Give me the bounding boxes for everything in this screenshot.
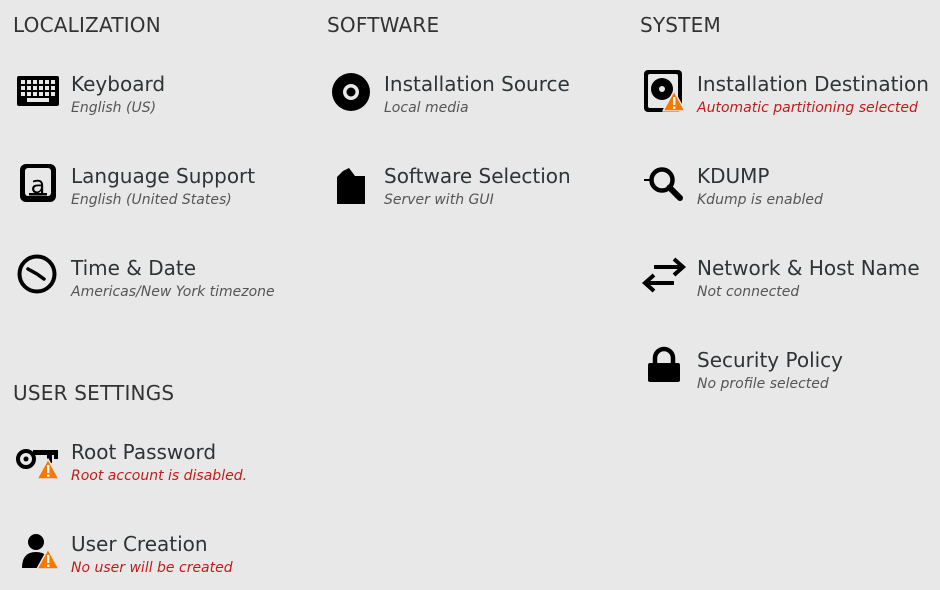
spoke-time-title: Time & Date: [71, 256, 197, 280]
spoke-network-status: Not connected: [697, 284, 800, 300]
keyboard-icon: [14, 70, 62, 118]
spoke-time-status: Americas/New York timezone: [71, 284, 275, 300]
spoke-network-title: Network & Host Name: [697, 256, 920, 280]
spoke-keyboard[interactable]: Keyboard English (US): [14, 70, 314, 130]
spoke-keyboard-status: English (US): [71, 100, 157, 116]
spoke-selection-status: Server with GUI: [384, 192, 494, 208]
package-icon: [327, 162, 375, 210]
spoke-kdump-title: KDUMP: [697, 164, 770, 188]
spoke-user-status: No user will be created: [71, 560, 233, 576]
spoke-kdump[interactable]: KDUMP Kdump is enabled: [640, 162, 935, 222]
section-title-user-settings: USER SETTINGS: [13, 381, 175, 405]
spoke-source-title: Installation Source: [384, 72, 570, 96]
spoke-user-creation[interactable]: User Creation No user will be created: [14, 530, 314, 590]
spoke-keyboard-title: Keyboard: [71, 72, 166, 96]
spoke-language-status: English (United States): [71, 192, 232, 208]
spoke-software-selection[interactable]: Software Selection Server with GUI: [327, 162, 627, 222]
clock-icon: [14, 254, 62, 302]
spoke-security-title: Security Policy: [697, 348, 844, 372]
lock-icon: [640, 346, 688, 394]
magnifier-icon: [640, 162, 688, 210]
warning-badge-icon: [36, 458, 60, 480]
spoke-user-title: User Creation: [71, 532, 208, 556]
warning-badge-icon: [36, 548, 60, 570]
spoke-root-title: Root Password: [71, 440, 217, 464]
key-icon: [14, 438, 62, 486]
spoke-kdump-status: Kdump is enabled: [697, 192, 823, 208]
spoke-language-title: Language Support: [71, 164, 256, 188]
spoke-root-password[interactable]: Root Password Root account is disabled.: [14, 438, 314, 498]
disc-icon: [327, 70, 375, 118]
language-icon: a: [14, 162, 62, 210]
spoke-time-date[interactable]: Time & Date Americas/New York timezone: [14, 254, 314, 314]
spoke-root-status: Root account is disabled.: [71, 468, 248, 484]
spoke-installation-source[interactable]: Installation Source Local media: [327, 70, 627, 130]
spoke-destination-status: Automatic partitioning selected: [697, 100, 918, 116]
section-title-software: SOFTWARE: [327, 13, 440, 37]
section-title-system: SYSTEM: [640, 13, 721, 37]
spoke-selection-title: Software Selection: [384, 164, 571, 188]
svg-text:a: a: [31, 171, 46, 199]
spoke-network-hostname[interactable]: Network & Host Name Not connected: [640, 254, 935, 314]
spoke-source-status: Local media: [384, 100, 469, 116]
warning-badge-icon: [662, 90, 686, 112]
network-arrows-icon: [640, 254, 688, 302]
spoke-security-policy[interactable]: Security Policy No profile selected: [640, 346, 935, 406]
spoke-language-support[interactable]: a Language Support English (United State…: [14, 162, 314, 222]
section-title-localization: LOCALIZATION: [13, 13, 161, 37]
spoke-installation-destination[interactable]: Installation Destination Automatic parti…: [640, 70, 935, 130]
harddisk-icon: [640, 70, 688, 118]
spoke-security-status: No profile selected: [697, 376, 829, 392]
spoke-destination-title: Installation Destination: [697, 72, 929, 96]
user-icon: [14, 530, 62, 578]
